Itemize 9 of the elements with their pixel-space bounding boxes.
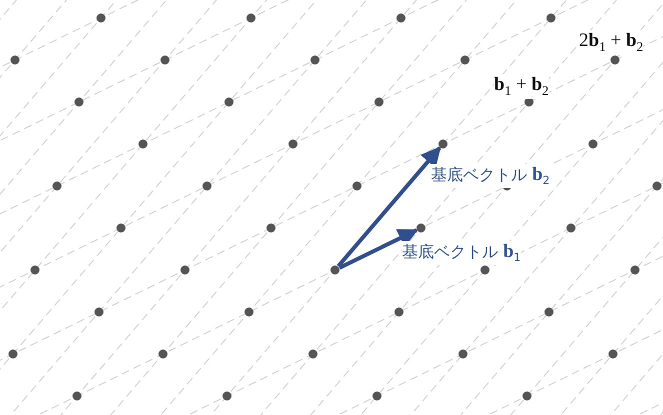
arrow (336, 146, 442, 268)
lattice-point (416, 224, 426, 232)
arrow (338, 228, 418, 270)
vector-label: b$_{1}$ + b$_{2}$ (494, 74, 549, 99)
lattice-point (438, 140, 448, 148)
edge-label: 基底ベクトル b$_{2}$ (431, 164, 550, 188)
lattice-point (330, 266, 340, 274)
edge-label: 基底ベクトル b$_{1}$ (402, 241, 521, 265)
vector-label: 2b$_{1}$ + b$_{2}$ (579, 30, 644, 55)
